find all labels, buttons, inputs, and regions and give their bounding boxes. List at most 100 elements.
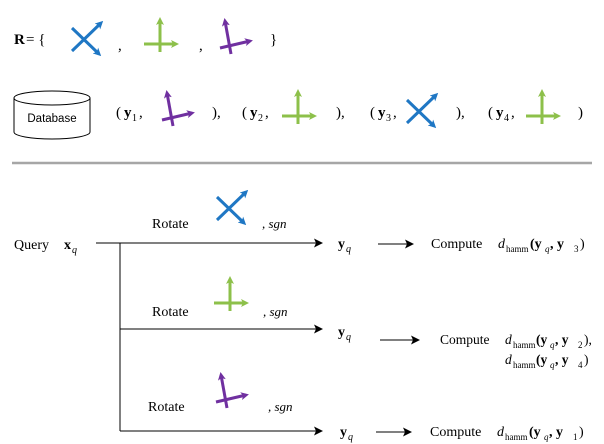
entry-4-green-axes-icon	[526, 89, 561, 124]
svg-text:q: q	[545, 244, 550, 254]
set-separator-1: ,	[118, 38, 122, 54]
entry-var: y	[378, 105, 386, 121]
entry-sub: 2	[258, 113, 263, 124]
svg-text:): )	[579, 425, 584, 440]
svg-text:d: d	[505, 332, 512, 347]
compute-line: Compute d hamm (y q , y 2 ),	[440, 332, 592, 350]
entry-1-purple-axes-icon	[161, 90, 195, 127]
set-green-axes-icon	[144, 17, 179, 52]
paren-close: ),	[212, 105, 221, 121]
entry-3-blue-axes-icon	[405, 92, 439, 129]
rotate-label: Rotate	[148, 400, 185, 415]
svg-text:3: 3	[574, 244, 579, 254]
query-var: x	[64, 238, 71, 253]
svg-text:q: q	[544, 432, 549, 442]
branch-1-blue-axes-icon	[215, 189, 249, 226]
svg-text:d: d	[498, 237, 506, 252]
axis-arrow	[405, 92, 439, 125]
svg-text:1: 1	[573, 432, 578, 442]
entry-comma: ,	[511, 105, 515, 121]
svg-text:d: d	[505, 352, 512, 367]
entry-sub: 3	[386, 113, 391, 124]
entry-var: y	[250, 105, 258, 121]
output-sub: q	[346, 332, 351, 343]
svg-text:Compute: Compute	[440, 332, 490, 347]
svg-text:4: 4	[578, 360, 583, 370]
branch-2: Rotate , sgn y q Compute d hamm (y q , y…	[152, 276, 592, 370]
paren-close: ),	[336, 105, 345, 121]
axis-arrow	[70, 26, 102, 57]
svg-text:(y: (y	[530, 237, 542, 252]
svg-text:hamm: hamm	[505, 432, 528, 442]
query-sub: q	[72, 245, 77, 256]
database-entry-2: ( y 2 , ),	[242, 89, 345, 124]
svg-text:hamm: hamm	[513, 360, 536, 370]
axis-arrow	[163, 90, 175, 127]
svg-text:(y: (y	[536, 332, 547, 347]
entry-sub: 1	[132, 113, 137, 124]
svg-text:(y: (y	[529, 425, 541, 440]
entry-var: y	[124, 105, 132, 121]
set-symbol: R	[14, 32, 25, 48]
paren-open: (	[242, 105, 247, 121]
axis-arrow	[215, 392, 249, 404]
svg-text:d: d	[497, 425, 505, 440]
flow-connector-lines	[96, 238, 323, 436]
axis-arrow	[405, 98, 437, 129]
set-purple-axes-icon	[219, 18, 253, 55]
paren-open: (	[488, 105, 493, 121]
branch-3-purple-axes-icon	[215, 372, 249, 409]
set-blue-axes-icon	[70, 20, 104, 57]
axis-arrow	[161, 110, 195, 122]
svg-text:): )	[584, 352, 589, 367]
set-equals-open: = {	[26, 32, 45, 48]
output-var: y	[340, 425, 347, 440]
axis-arrow	[221, 18, 233, 55]
output-var: y	[338, 237, 345, 252]
svg-text:, y: , y	[555, 352, 569, 367]
entry-2-green-axes-icon	[282, 89, 317, 124]
sgn-label: , sgn	[263, 304, 288, 319]
svg-text:, y: , y	[550, 237, 564, 252]
svg-text:): )	[580, 237, 585, 252]
svg-text:Compute: Compute	[431, 237, 482, 252]
sgn-label: , sgn	[262, 216, 287, 231]
rotate-label: Rotate	[152, 217, 189, 232]
svg-text:, y: , y	[549, 425, 563, 440]
paren-open: (	[370, 105, 375, 121]
axis-arrow	[215, 195, 247, 226]
svg-text:hamm: hamm	[513, 340, 536, 350]
output-sub: q	[346, 244, 351, 255]
svg-text:Compute: Compute	[430, 425, 481, 440]
set-close-brace: }	[270, 32, 277, 48]
query-label: Query x q	[14, 238, 77, 256]
database-icon: Database	[13, 90, 91, 140]
entry-var: y	[496, 105, 504, 121]
database-entry-3: ( y 3 , ),	[370, 92, 465, 129]
entry-comma: ,	[265, 105, 269, 121]
database-label: Database	[27, 113, 76, 125]
paren-close: ),	[456, 105, 465, 121]
set-separator-2: ,	[199, 38, 203, 54]
branch-3: Rotate , sgn y q Compute d hamm (y q , y…	[148, 372, 584, 443]
svg-text:(y: (y	[536, 352, 547, 367]
svg-text:q: q	[550, 360, 555, 370]
svg-text:hamm: hamm	[506, 244, 529, 254]
branch-2-green-axes-icon	[214, 276, 249, 311]
entry-comma: ,	[393, 105, 397, 121]
svg-text:2: 2	[578, 340, 583, 350]
output-sub: q	[348, 432, 353, 443]
compute-line: d hamm (y q , y 4 )	[505, 352, 589, 370]
branch-1: Rotate , sgn y q Compute d hamm (y q , y…	[152, 189, 585, 255]
compute-line: Compute d hamm (y q , y 3 )	[431, 237, 585, 254]
axis-arrow	[70, 20, 104, 53]
paren-open: (	[116, 105, 121, 121]
svg-text:),: ),	[584, 332, 592, 347]
sgn-label: , sgn	[268, 399, 293, 414]
branch-3-output: y q	[340, 425, 353, 443]
database-entry-1: ( y 1 , ),	[116, 90, 221, 127]
output-var: y	[338, 325, 345, 340]
rotate-label: Rotate	[152, 305, 189, 320]
svg-text:q: q	[550, 340, 555, 350]
svg-text:, y: , y	[555, 332, 569, 347]
